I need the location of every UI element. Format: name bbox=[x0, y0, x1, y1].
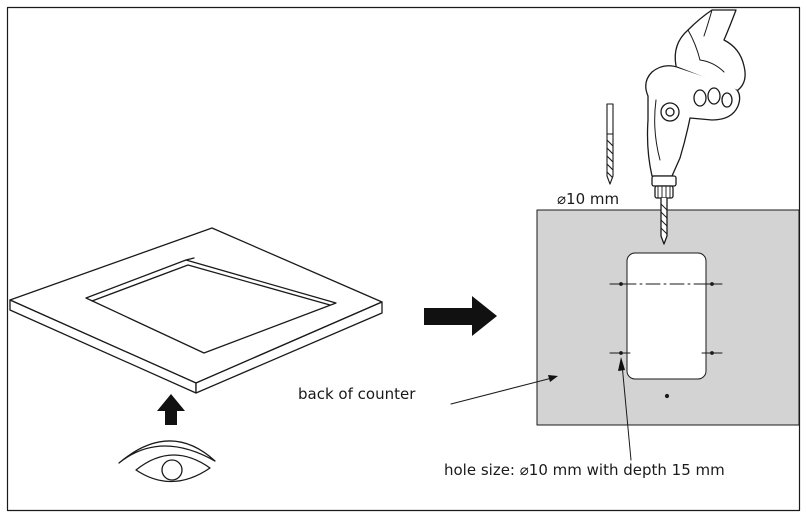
drill-icon bbox=[645, 9, 746, 245]
counter-back bbox=[536, 209, 800, 426]
drill-bit-size-label: ⌀10 mm bbox=[557, 190, 620, 208]
right-arrow-icon bbox=[424, 296, 497, 336]
drill-bit-icon bbox=[606, 103, 614, 185]
up-arrow-icon bbox=[157, 394, 185, 425]
hole-size-leader bbox=[621, 363, 632, 461]
mounting-plate bbox=[9, 227, 383, 394]
eye-icon bbox=[118, 440, 216, 483]
cutout-opening bbox=[626, 252, 707, 380]
hole-marks bbox=[609, 282, 723, 399]
back-of-counter-label: back of counter bbox=[298, 385, 416, 403]
back-of-counter-leader bbox=[450, 377, 553, 405]
hole-size-label: hole size: ⌀10 mm with depth 15 mm bbox=[444, 461, 725, 479]
